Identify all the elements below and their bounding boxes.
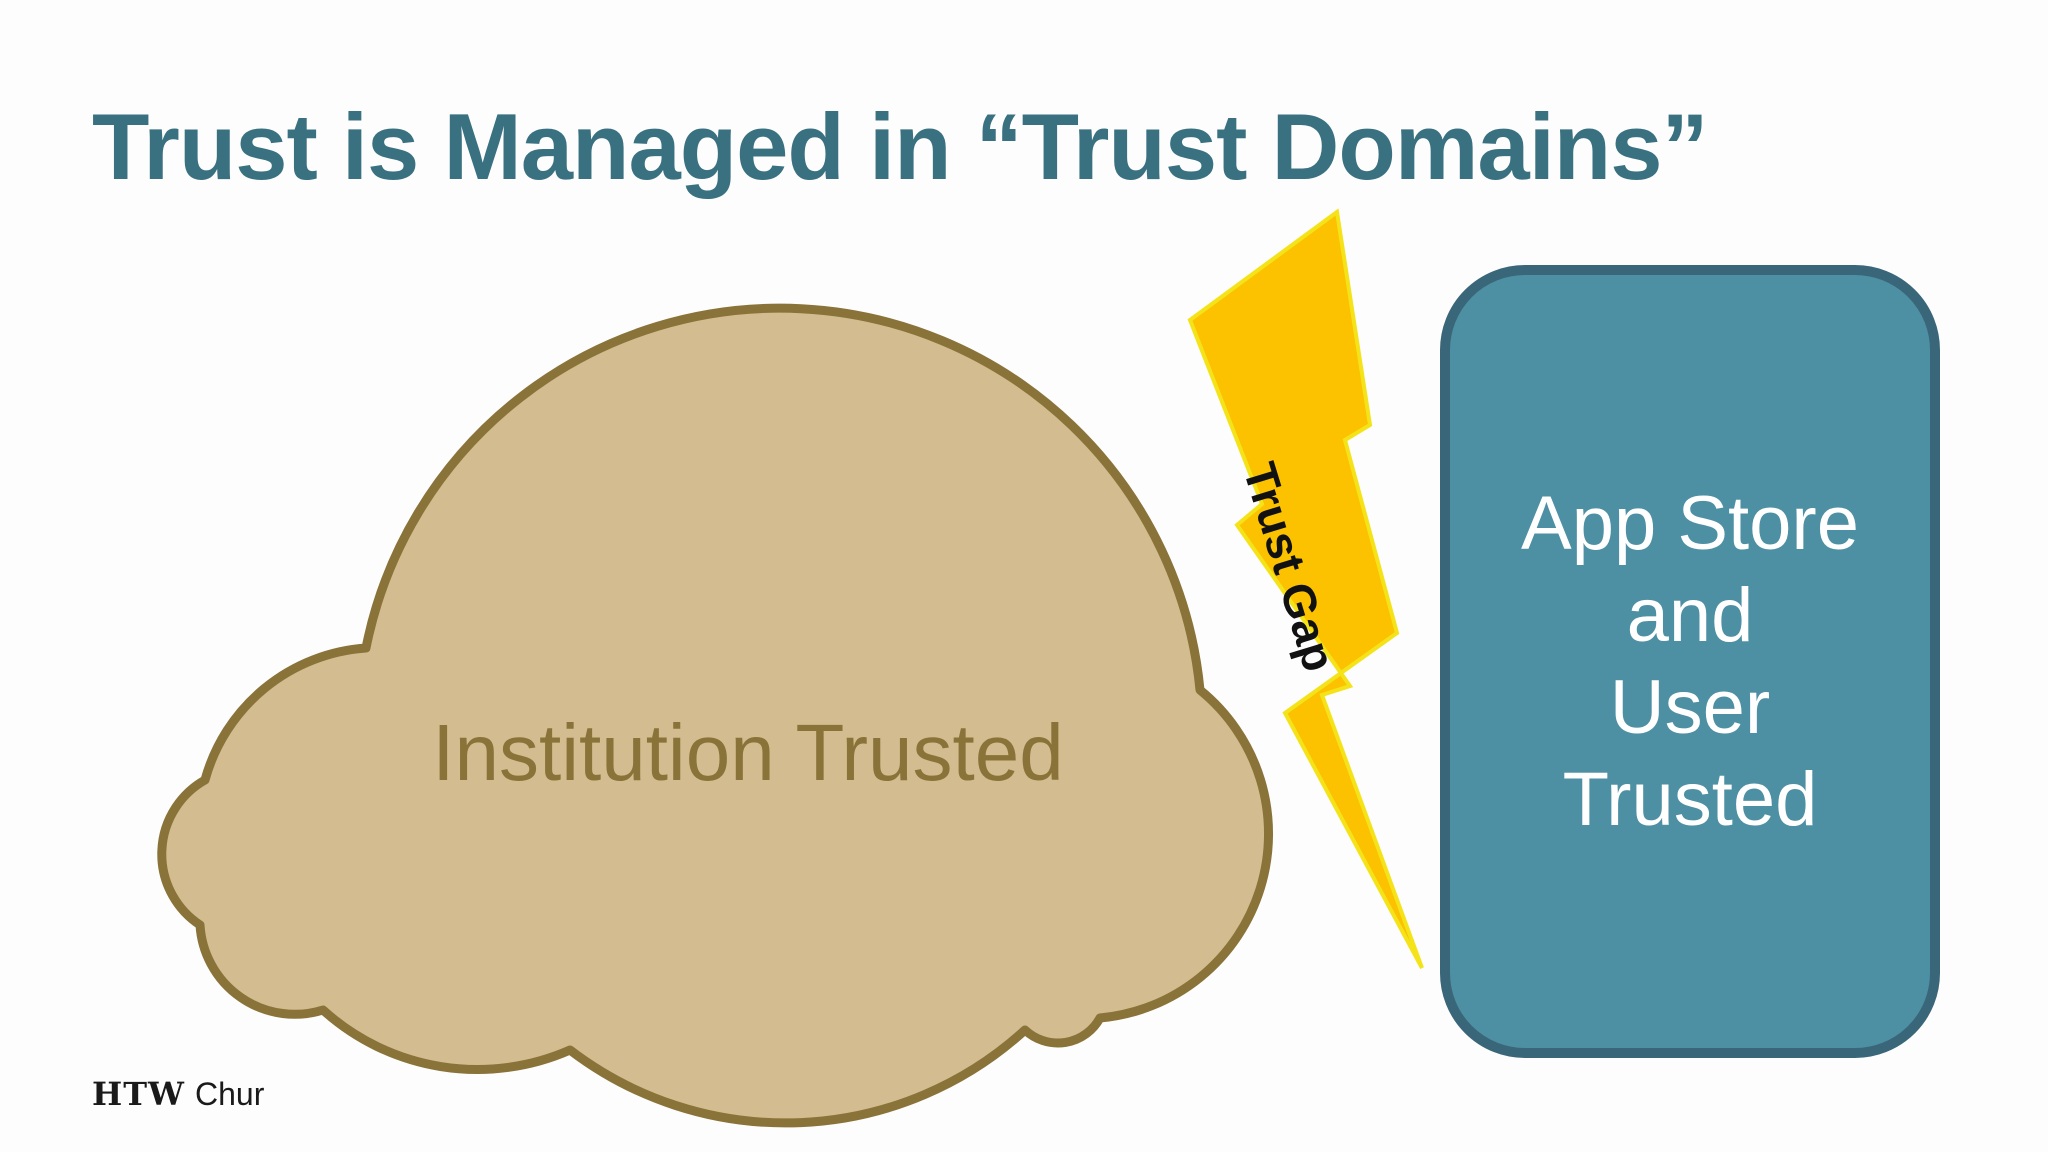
app-store-box — [1440, 265, 1940, 1058]
app-store-box-line: Trusted — [1562, 757, 1818, 842]
app-store-box-line: App Store — [1521, 481, 1859, 566]
app-store-box-label: App Store and User Trusted — [1445, 478, 1935, 846]
trust-gap-lightning — [1187, 208, 1424, 969]
logo-bold-text: HTW — [92, 1075, 185, 1113]
institution-cloud-shape — [157, 303, 1273, 1128]
slide-title: Trust is Managed in “Trust Domains” — [92, 94, 1709, 199]
institution-cloud-label: Institution Trusted — [432, 708, 1063, 797]
app-store-box-line: User — [1609, 665, 1771, 750]
app-store-box-line: and — [1626, 573, 1754, 658]
logo-light-text: Chur — [194, 1076, 265, 1112]
